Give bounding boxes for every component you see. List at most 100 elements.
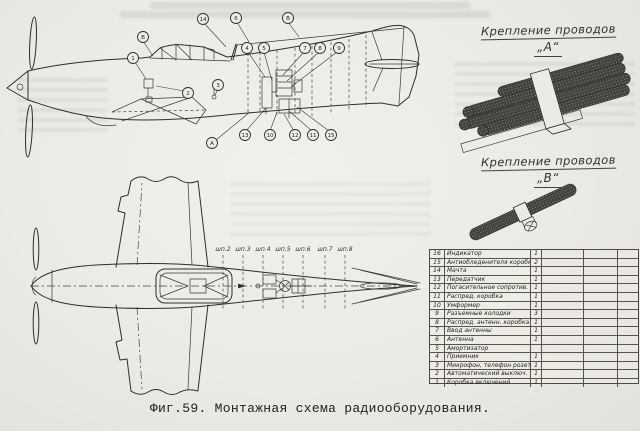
table-cell-num: 9 — [435, 310, 439, 318]
table-cell-name: Разъемные колодки — [444, 310, 530, 318]
callout-6: 6 — [230, 12, 242, 24]
table-cell-extra2 — [583, 301, 617, 310]
table-cell-num: 14 — [433, 267, 441, 275]
svg-text:14: 14 — [199, 17, 207, 23]
table-cell-extra1 — [541, 327, 583, 335]
table-cell-extra1 — [541, 310, 583, 318]
table-cell-extra3 — [617, 327, 638, 335]
side-view-drawing: В 1 2 3 14 6 В 4 5 7 8 9 13 10 12 11 15 … — [6, 12, 420, 158]
callout-А: А — [206, 137, 218, 149]
table-cell-extra2 — [583, 344, 617, 353]
svg-text:7: 7 — [303, 46, 307, 52]
table-cell-extra3 — [617, 370, 638, 378]
table-cell-name: Индикатор — [444, 250, 530, 258]
table-cell-qty — [530, 344, 541, 353]
callout-1: 1 — [127, 52, 139, 64]
table-cell-name: Ввод антенны — [444, 327, 530, 335]
table-cell-num: 10 — [433, 301, 441, 309]
table-cell-qty: 1 — [530, 318, 541, 327]
table-cell-extra3 — [617, 250, 638, 258]
table-cell-extra3 — [617, 301, 638, 310]
table-cell-num: 5 — [435, 344, 439, 352]
table-cell-extra2 — [583, 318, 617, 327]
table-cell-qty: 1 — [530, 292, 541, 301]
table-cell-extra3 — [617, 292, 638, 301]
table-cell-name: Антенна — [444, 335, 530, 344]
table-cell-extra2 — [583, 335, 617, 344]
table-cell-extra1 — [541, 361, 583, 370]
callout-В: В — [137, 31, 149, 43]
callout-5: 5 — [258, 42, 270, 54]
table-cell-extra2 — [583, 284, 617, 292]
table-cell-name: Коробка включений — [444, 378, 530, 387]
table-cell-name: Мачта — [444, 267, 530, 275]
table-cell-qty: 1 — [530, 370, 541, 378]
table-cell-name: Распред. антенн. коробка — [444, 318, 530, 327]
table-cell-extra1 — [541, 292, 583, 301]
svg-text:12: 12 — [291, 133, 298, 139]
callout-3: 3 — [212, 79, 224, 91]
table-cell-extra1 — [541, 344, 583, 353]
table-cell-extra3 — [617, 344, 638, 353]
table-cell-extra3 — [617, 267, 638, 275]
table-cell-num: 1 — [435, 378, 439, 386]
table-cell-extra2 — [583, 250, 617, 258]
table-cell-name: Антиобледенителя коробка — [444, 258, 530, 267]
table-cell-num: 15 — [433, 258, 441, 266]
callout-2: 2 — [182, 87, 194, 99]
table-cell-num: 13 — [433, 275, 441, 283]
svg-text:В: В — [141, 35, 145, 41]
table-cell-num: 7 — [435, 327, 439, 335]
svg-text:шп.4: шп.4 — [255, 246, 270, 253]
table-cell-name: Приемник — [444, 353, 530, 361]
detail-a-label: „А“ — [534, 40, 562, 58]
table-cell-qty: 1 — [530, 327, 541, 335]
table-cell-num: 6 — [435, 335, 439, 343]
svg-text:15: 15 — [327, 133, 335, 139]
table-cell-num: 11 — [433, 292, 441, 300]
table-cell-extra2 — [583, 275, 617, 284]
table-cell-num: 12 — [433, 284, 441, 292]
table-cell-num: 3 — [435, 361, 439, 369]
table-cell-qty: 1 — [530, 267, 541, 275]
svg-text:шп.7: шп.7 — [317, 246, 332, 253]
table-cell-extra1 — [541, 378, 583, 387]
table-cell-num: 8 — [435, 318, 439, 326]
table-cell-extra3 — [617, 361, 638, 370]
svg-text:5: 5 — [262, 46, 266, 52]
table-cell-num: 4 — [435, 353, 439, 361]
svg-text:А: А — [210, 141, 214, 147]
callout-9: 9 — [333, 42, 345, 54]
table-cell-extra1 — [541, 267, 583, 275]
table-cell-name: Распред. коробка — [444, 292, 530, 301]
callout-14: 14 — [197, 13, 209, 25]
table-cell-num: 2 — [435, 370, 439, 378]
table-cell-extra2 — [583, 353, 617, 361]
svg-text:3: 3 — [216, 83, 220, 89]
detail-b-drawing — [469, 183, 577, 241]
table-cell-qty: 1 — [530, 275, 541, 284]
table-cell-extra3 — [617, 353, 638, 361]
svg-text:9: 9 — [337, 46, 341, 52]
table-cell-extra1 — [541, 284, 583, 292]
callout-8: 8 — [314, 42, 326, 54]
table-cell-extra1 — [541, 275, 583, 284]
callout-В2: В — [282, 12, 294, 24]
svg-text:6: 6 — [234, 16, 238, 22]
table-cell-num: 16 — [433, 250, 441, 257]
table-cell-qty: 1 — [530, 301, 541, 310]
table-cell-extra3 — [617, 310, 638, 318]
table-cell-extra1 — [541, 318, 583, 327]
plan-view-drawing: шп.2 шп.3 шп.4 шп.5 шп.6 шп.7 шп.8 — [30, 176, 421, 395]
callout-7: 7 — [299, 42, 311, 54]
